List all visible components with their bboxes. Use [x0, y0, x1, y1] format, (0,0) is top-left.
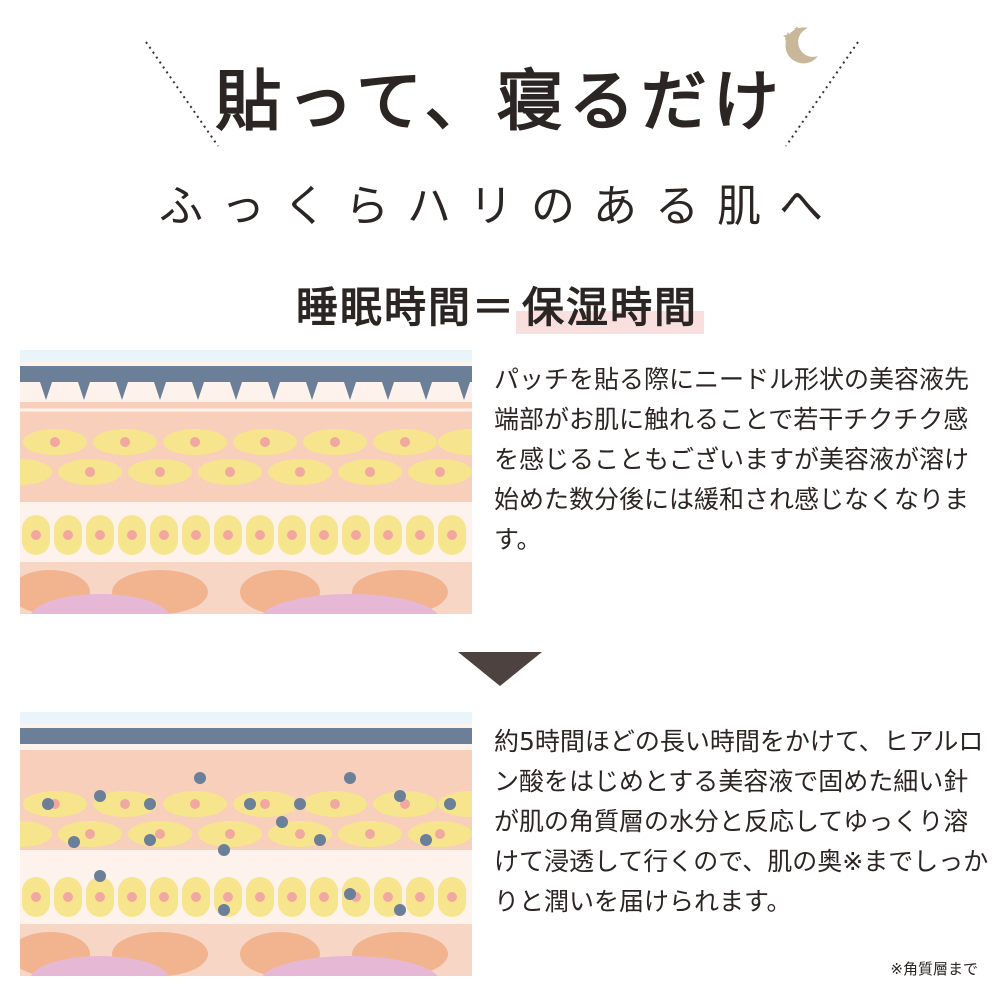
- headline: 貼って、寝るだけ: [215, 63, 785, 140]
- serum-particles: [42, 772, 456, 916]
- crescent-moon-with-stars-icon: [783, 26, 818, 64]
- subline: ふっくらハリのある肌へ: [159, 181, 841, 232]
- skin-diagram-after: [20, 712, 472, 976]
- equation-right-highlighted: 保湿時間: [516, 283, 705, 334]
- equation-left: 睡眠時間＝: [295, 283, 516, 332]
- footnote: ※角質層まで: [890, 960, 978, 978]
- needles: [40, 382, 470, 400]
- step-1-description: パッチを貼る際にニードル形状の美容液先端部がお肌に触れることで若干チクチク感を感…: [494, 365, 970, 554]
- equation: 睡眠時間＝保湿時間: [0, 274, 1000, 335]
- skin-diagram-before: [20, 350, 472, 614]
- step-2-description: 約5時間ほどの長い時間をかけて、ヒアルロン酸をはじめとする美容液で固めた細い針が…: [494, 727, 989, 916]
- down-triangle-arrow-icon: [458, 652, 542, 686]
